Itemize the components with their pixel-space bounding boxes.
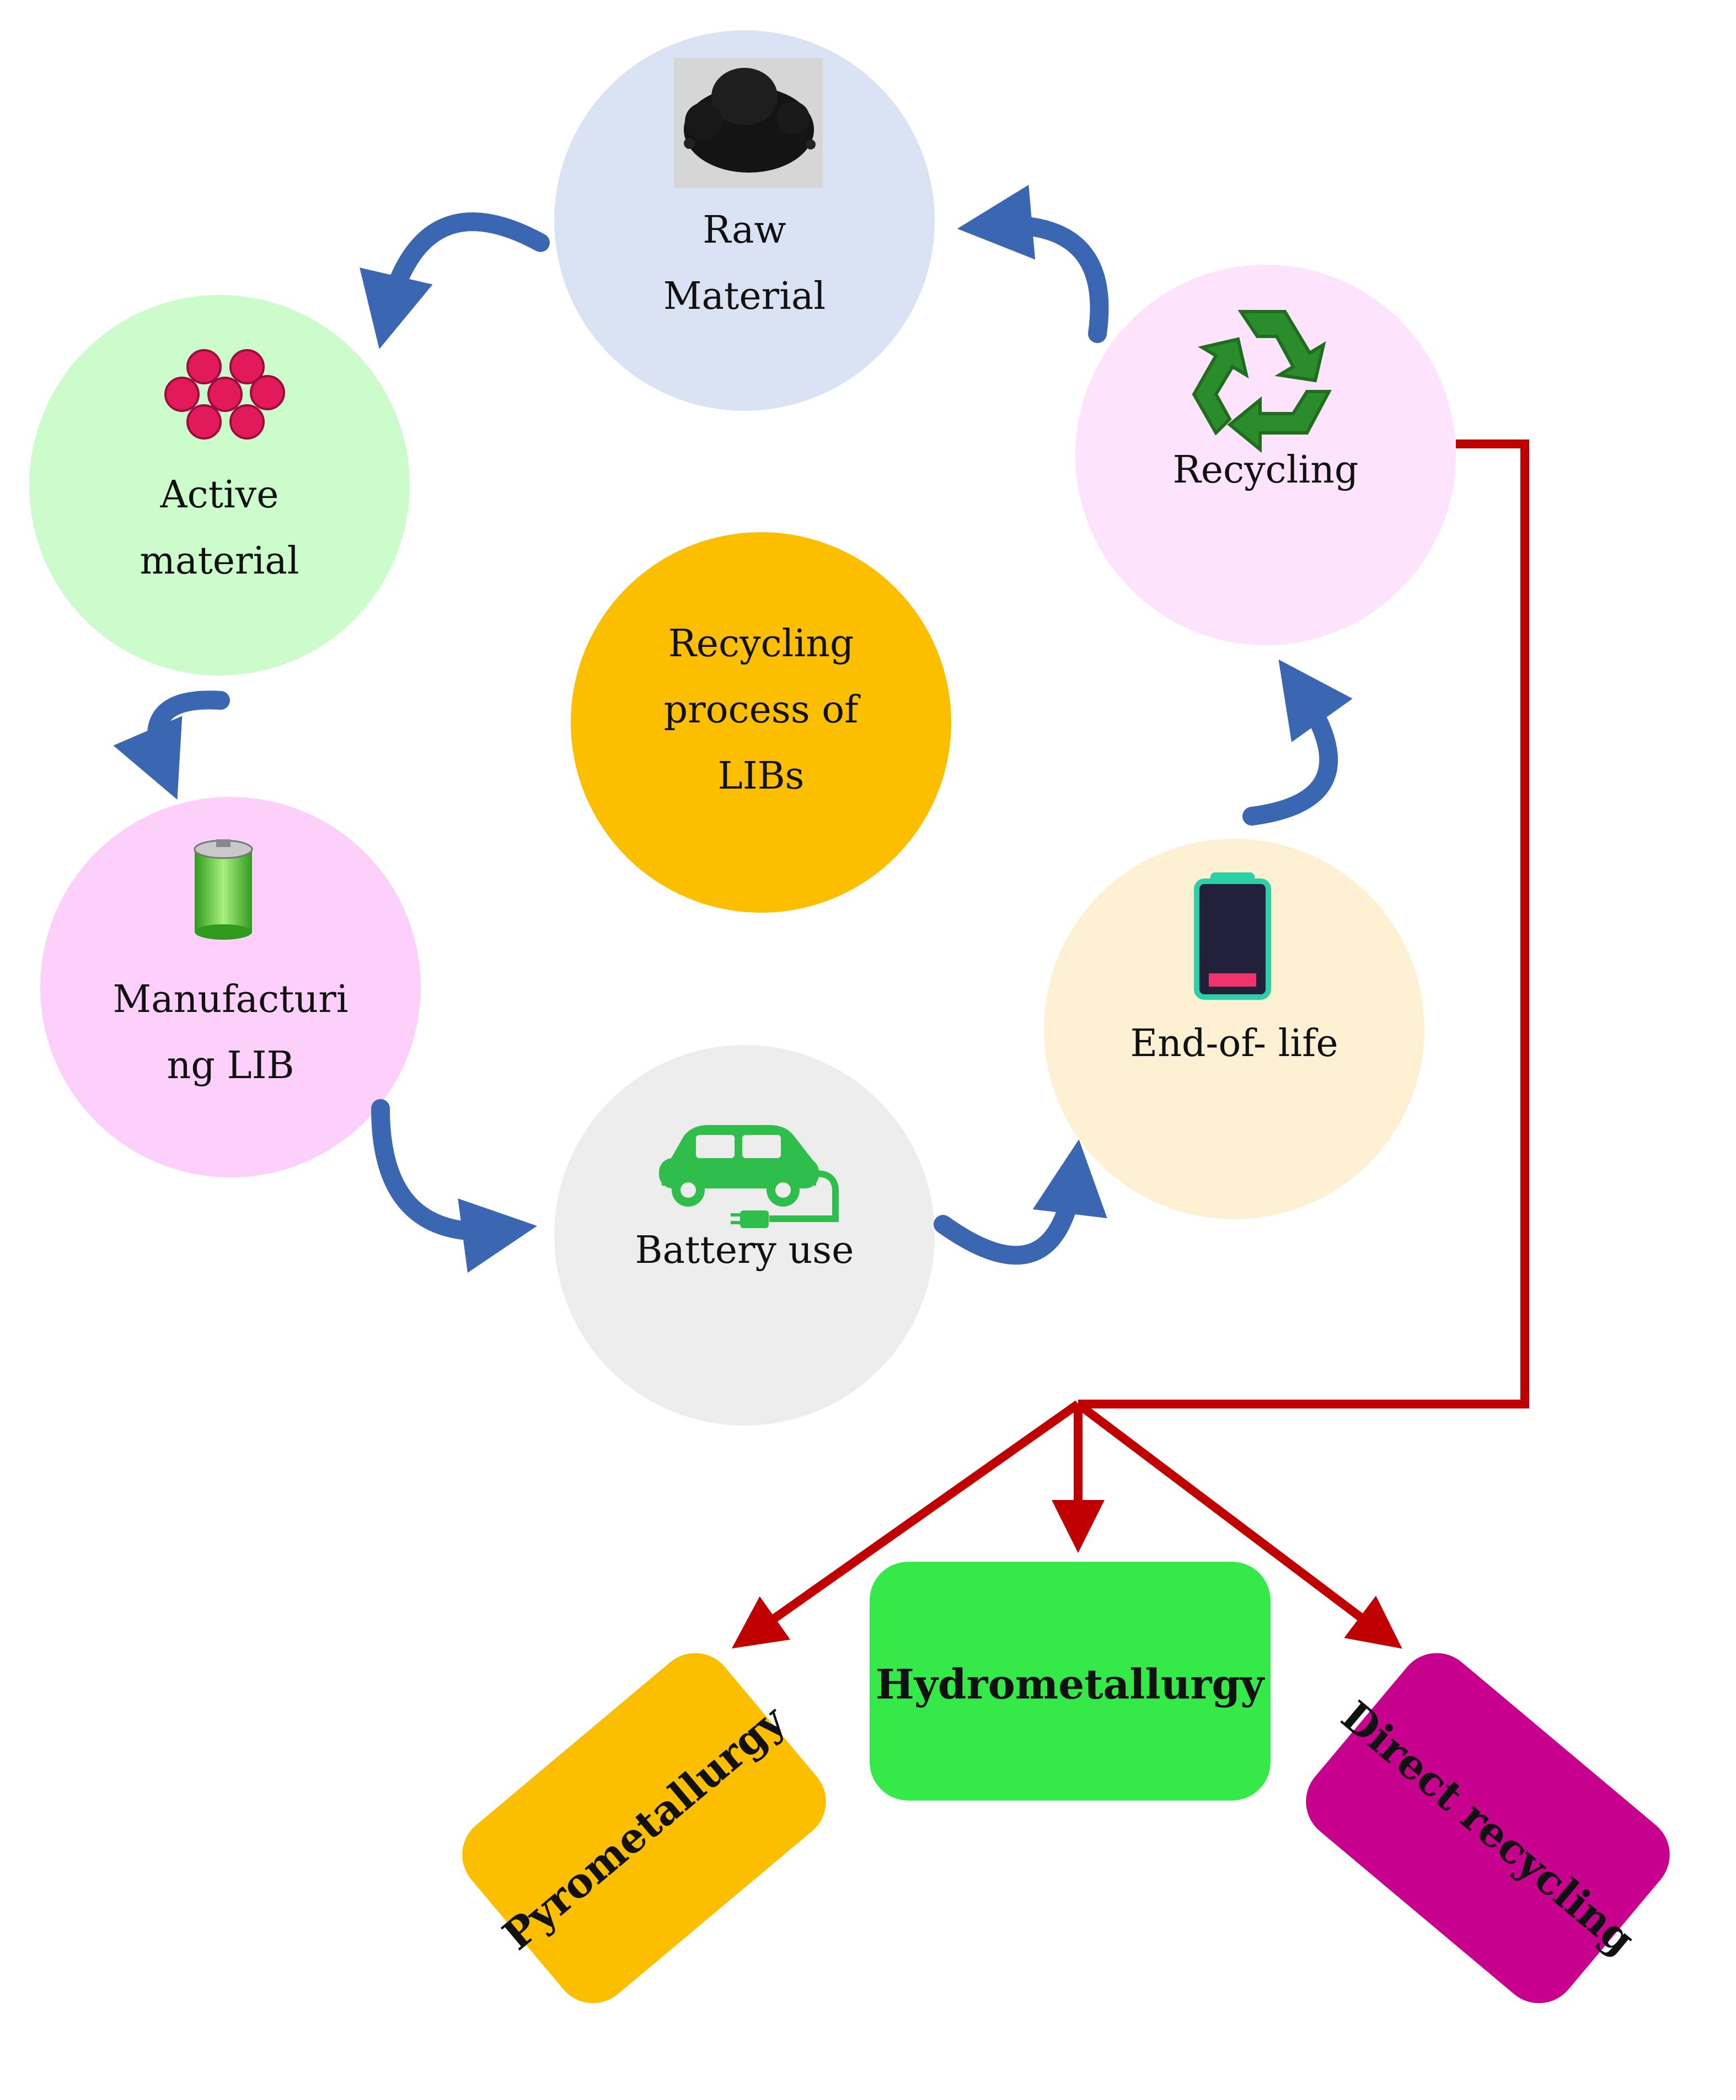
stage-circle [1044, 839, 1424, 1219]
stage-circle [40, 797, 421, 1177]
method-label: Hydrometallurgy [876, 1661, 1265, 1708]
branch-connector [731, 440, 1529, 1649]
stage-label: Active [160, 473, 279, 517]
stage-circle [29, 295, 410, 676]
center-label: LIBs [718, 754, 805, 798]
stage-recycling: Recycling [1075, 265, 1456, 645]
stage-raw-material: Raw Material [554, 30, 935, 411]
stage-label: ng LIB [167, 1044, 294, 1088]
green-battery-icon [194, 839, 253, 940]
stage-active-material: Active material [29, 295, 410, 676]
arrow-use-to-eol [934, 1139, 1107, 1265]
branch-line [1078, 440, 1529, 1408]
method-direct-recycling: Direct recycling [1306, 1653, 1670, 2003]
stage-circle [554, 1045, 935, 1426]
method-box [462, 1653, 826, 2003]
branch-arrow-direct [1075, 1400, 1402, 1649]
stage-label: Recycling [1173, 448, 1359, 492]
method-box [870, 1562, 1271, 1801]
stage-label: Raw [703, 208, 786, 252]
method-pyrometallurgy: Pyrometallurgy [462, 1653, 826, 2003]
recycle-icon [1192, 310, 1332, 453]
stage-circle [554, 30, 935, 411]
empty-battery-icon [1194, 872, 1271, 1000]
stage-label: Manufacturi [113, 978, 349, 1021]
stage-battery-use: Battery use [554, 1045, 935, 1426]
stage-label: Material [663, 275, 826, 318]
stage-manufacturing: Manufacturi ng LIB [40, 797, 421, 1177]
arrow-active-to-manufacturing [113, 690, 230, 800]
arrow-manufacturing-to-use [371, 1099, 537, 1273]
method-box [1306, 1653, 1670, 2003]
center-label: Recycling [668, 622, 854, 666]
cycle-arrows [113, 185, 1353, 1273]
arrow-raw-to-active [360, 212, 550, 350]
branch-arrow-pyro [731, 1400, 1081, 1649]
stage-label: material [140, 539, 299, 583]
stage-label: Battery use [635, 1229, 854, 1272]
arrow-recycling-to-raw [957, 185, 1109, 343]
method-hydrometallurgy: Hydrometallurgy [870, 1562, 1271, 1801]
black-powder-icon [674, 58, 823, 188]
center-circle [571, 532, 951, 913]
electric-car-icon [659, 1125, 839, 1228]
stage-circle [1075, 265, 1456, 645]
stage-end-of-life: End-of- life [1044, 839, 1424, 1219]
arrow-eol-to-recycling [1242, 659, 1353, 826]
center-title: Recycling process of LIBs [571, 532, 951, 913]
center-label: process of [664, 688, 861, 732]
stage-label: End-of- life [1130, 1022, 1338, 1065]
red-particles-icon [164, 349, 285, 440]
